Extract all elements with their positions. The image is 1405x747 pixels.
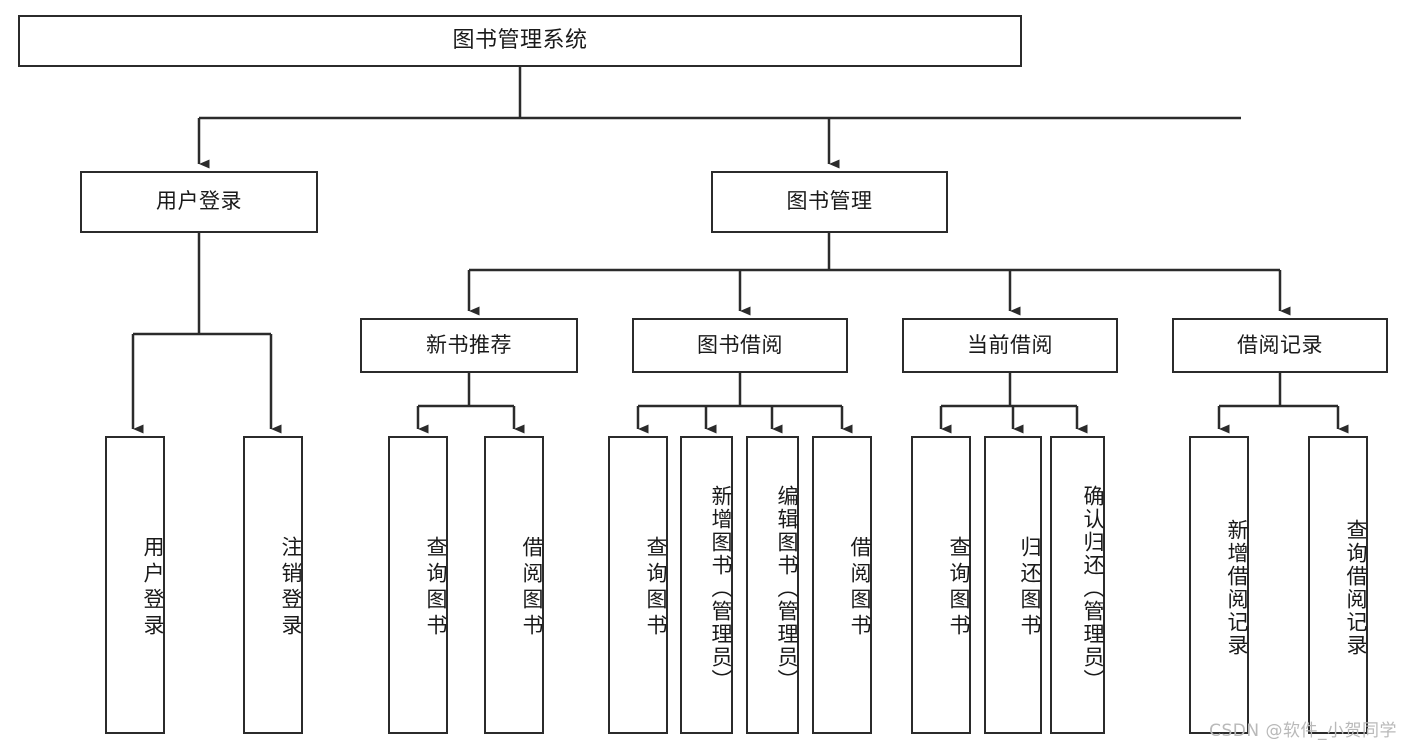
leaf-edit-book[interactable]: 编辑图书（管理员） bbox=[746, 436, 799, 734]
node-label: 确认归还（管理员） bbox=[1081, 484, 1105, 692]
node-label: 借阅记录 bbox=[1237, 332, 1323, 357]
node-label: 编辑图书（管理员） bbox=[775, 484, 799, 692]
node-label: 注销登录 bbox=[279, 536, 303, 640]
node-borrow-record[interactable]: 借阅记录 bbox=[1172, 318, 1388, 373]
node-label: 归还图书 bbox=[1018, 536, 1042, 640]
node-book-borrow[interactable]: 图书借阅 bbox=[632, 318, 848, 373]
leaf-logout[interactable]: 注销登录 bbox=[243, 436, 303, 734]
node-label: 借阅图书 bbox=[848, 536, 872, 640]
leaf-borrow-book-1[interactable]: 借阅图书 bbox=[484, 436, 544, 734]
leaf-borrow-book-2[interactable]: 借阅图书 bbox=[812, 436, 872, 734]
leaf-confirm-return[interactable]: 确认归还（管理员） bbox=[1050, 436, 1105, 734]
node-root[interactable]: 图书管理系统 bbox=[18, 15, 1022, 67]
node-label: 新增借阅记录 bbox=[1225, 519, 1249, 657]
csdn-watermark: CSDN @软件_小贺同学 bbox=[1209, 721, 1397, 741]
node-label: 新书推荐 bbox=[426, 332, 512, 357]
leaf-return-book[interactable]: 归还图书 bbox=[984, 436, 1042, 734]
node-label: 图书借阅 bbox=[697, 332, 783, 357]
leaf-query-record[interactable]: 查询借阅记录 bbox=[1308, 436, 1368, 734]
node-new-book-rec[interactable]: 新书推荐 bbox=[360, 318, 578, 373]
node-label: 新增图书（管理员） bbox=[709, 484, 733, 692]
node-label: 借阅图书 bbox=[520, 536, 544, 640]
node-label: 查询图书 bbox=[424, 536, 448, 640]
node-book-manage[interactable]: 图书管理 bbox=[711, 171, 948, 233]
leaf-add-record[interactable]: 新增借阅记录 bbox=[1189, 436, 1249, 734]
node-label: 当前借阅 bbox=[967, 332, 1053, 357]
node-label: 查询图书 bbox=[644, 536, 668, 640]
leaf-query-book-3[interactable]: 查询图书 bbox=[911, 436, 971, 734]
node-label: 图书管理系统 bbox=[452, 27, 588, 53]
node-label: 查询借阅记录 bbox=[1344, 519, 1368, 657]
node-current-borrow[interactable]: 当前借阅 bbox=[902, 318, 1118, 373]
node-label: 图书管理 bbox=[786, 189, 873, 214]
leaf-add-book[interactable]: 新增图书（管理员） bbox=[680, 436, 733, 734]
leaf-query-book-2[interactable]: 查询图书 bbox=[608, 436, 668, 734]
node-label: 用户登录 bbox=[141, 536, 165, 640]
leaf-user-login[interactable]: 用户登录 bbox=[105, 436, 165, 734]
node-user-login[interactable]: 用户登录 bbox=[80, 171, 318, 233]
node-label: 用户登录 bbox=[156, 189, 242, 214]
node-label: 查询图书 bbox=[947, 536, 971, 640]
leaf-query-book-1[interactable]: 查询图书 bbox=[388, 436, 448, 734]
